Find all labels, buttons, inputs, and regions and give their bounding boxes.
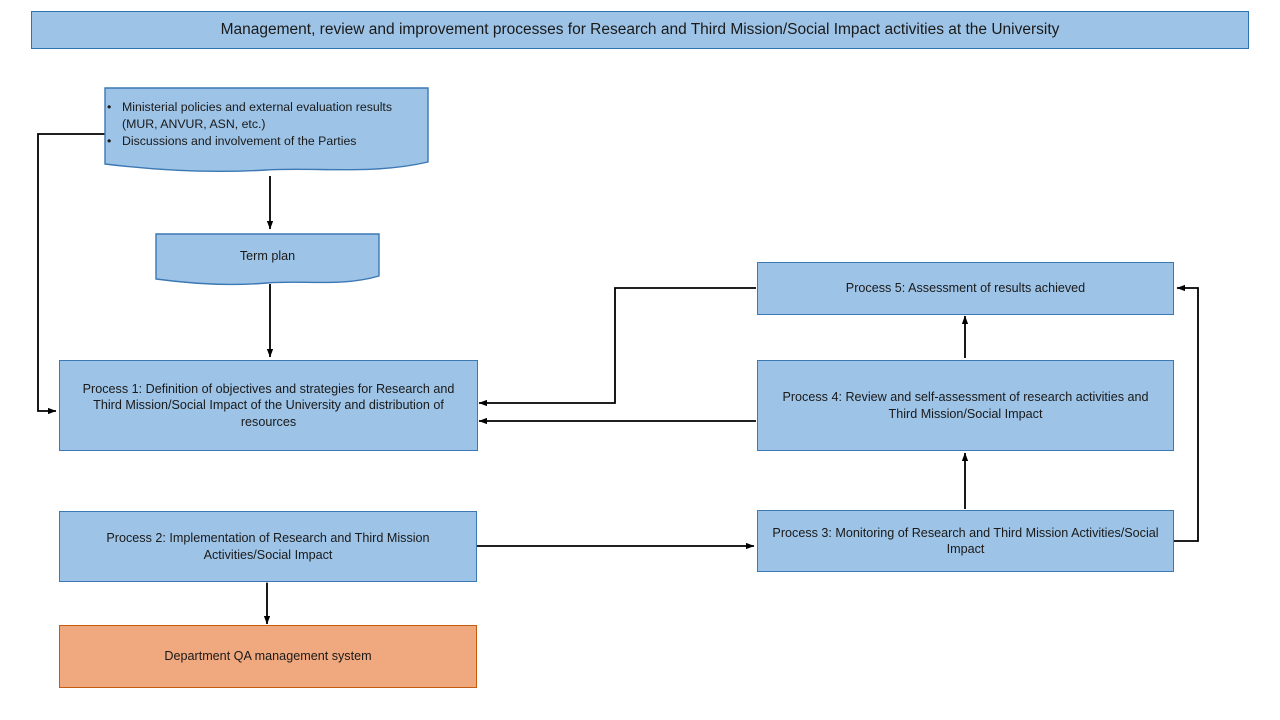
process-3-label: Process 3: Monitoring of Research and Th… — [772, 525, 1159, 556]
term-plan-shape — [155, 233, 380, 286]
diagram-title-banner: Management, review and improvement proce… — [31, 11, 1249, 49]
process-4-label: Process 4: Review and self-assessment of… — [782, 390, 1149, 421]
department-qa-label: Department QA management system — [164, 649, 372, 664]
process-1-label: Process 1: Definition of objectives and … — [82, 382, 455, 429]
node-term-plan[interactable]: Term plan — [155, 233, 380, 288]
node-process-2[interactable]: Process 2: Implementation of Research an… — [59, 511, 477, 582]
bullet-icon: • — [107, 100, 112, 115]
node-department-qa[interactable]: Department QA management system — [59, 625, 477, 688]
inputs-bullet-list: • Ministerial policies and external eval… — [104, 99, 429, 150]
diagram-title-text: Management, review and improvement proce… — [220, 20, 1060, 38]
connector-p3-to-p5 — [1174, 284, 1199, 542]
node-process-5[interactable]: Process 5: Assessment of results achieve… — [757, 262, 1174, 315]
list-item: • Ministerial policies and external eval… — [104, 99, 429, 132]
inputs-bullet-0-text: Ministerial policies and external evalua… — [122, 100, 392, 131]
inputs-document-shape — [104, 87, 429, 173]
inputs-bullet-1-text: Discussions and involvement of the Parti… — [122, 134, 357, 149]
node-process-3[interactable]: Process 3: Monitoring of Research and Th… — [757, 510, 1174, 572]
process-5-label: Process 5: Assessment of results achieve… — [845, 281, 1086, 296]
bullet-icon: • — [107, 134, 112, 149]
node-process-4[interactable]: Process 4: Review and self-assessment of… — [757, 360, 1174, 451]
term-plan-label: Term plan — [239, 248, 296, 263]
list-item: • Discussions and involvement of the Par… — [104, 133, 429, 149]
node-process-1[interactable]: Process 1: Definition of objectives and … — [59, 360, 478, 451]
connector-p5-to-p1 — [478, 287, 756, 407]
node-inputs-document[interactable]: • Ministerial policies and external eval… — [104, 87, 429, 177]
process-2-label: Process 2: Implementation of Research an… — [106, 531, 430, 562]
